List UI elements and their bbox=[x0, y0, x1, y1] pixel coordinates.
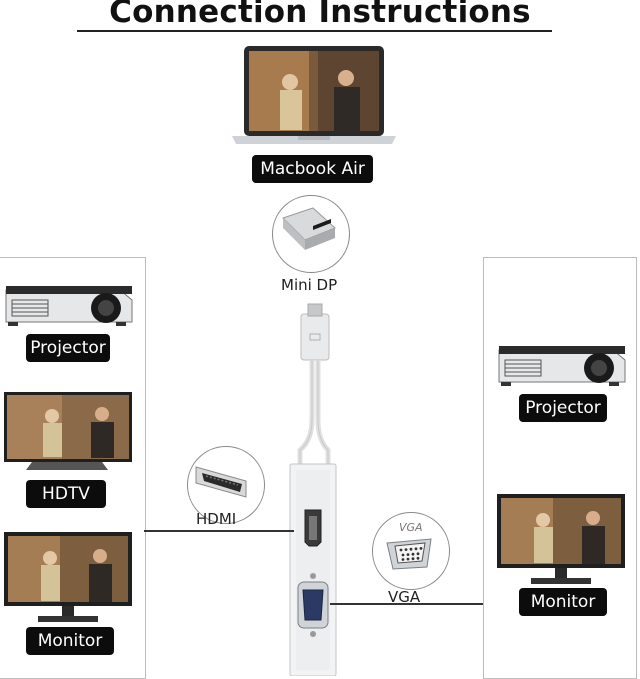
mini-dp-connector-icon bbox=[272, 195, 350, 273]
hdmi-connection-line bbox=[144, 530, 294, 532]
right-projector-label: Projector bbox=[519, 394, 607, 422]
adapter-body bbox=[289, 463, 337, 676]
laptop-icon bbox=[232, 46, 396, 144]
hdmi-label: HDMI bbox=[196, 510, 237, 528]
left-monitor-icon bbox=[4, 532, 132, 622]
hdmi-port-icon bbox=[187, 446, 265, 524]
right-monitor-icon bbox=[497, 494, 625, 584]
vga-label: VGA bbox=[388, 588, 421, 606]
vga-port-icon: VGA bbox=[372, 512, 450, 590]
laptop-label: Macbook Air bbox=[252, 155, 373, 183]
adapter-cable bbox=[297, 303, 331, 466]
right-projector-icon bbox=[498, 346, 626, 386]
mini-dp-label: Mini DP bbox=[281, 276, 338, 294]
projector-icon bbox=[5, 286, 133, 326]
title-underline bbox=[77, 30, 552, 32]
vga-connection-line bbox=[330, 603, 483, 605]
right-monitor-label: Monitor bbox=[519, 588, 607, 616]
hdtv-icon bbox=[4, 392, 132, 470]
left-monitor-label: Monitor bbox=[26, 627, 114, 655]
hdtv-label: HDTV bbox=[26, 480, 106, 508]
left-projector-label: Projector bbox=[26, 334, 110, 362]
vga-icon-text: VGA bbox=[399, 521, 423, 534]
page-title: Connection Instructions bbox=[109, 0, 531, 30]
